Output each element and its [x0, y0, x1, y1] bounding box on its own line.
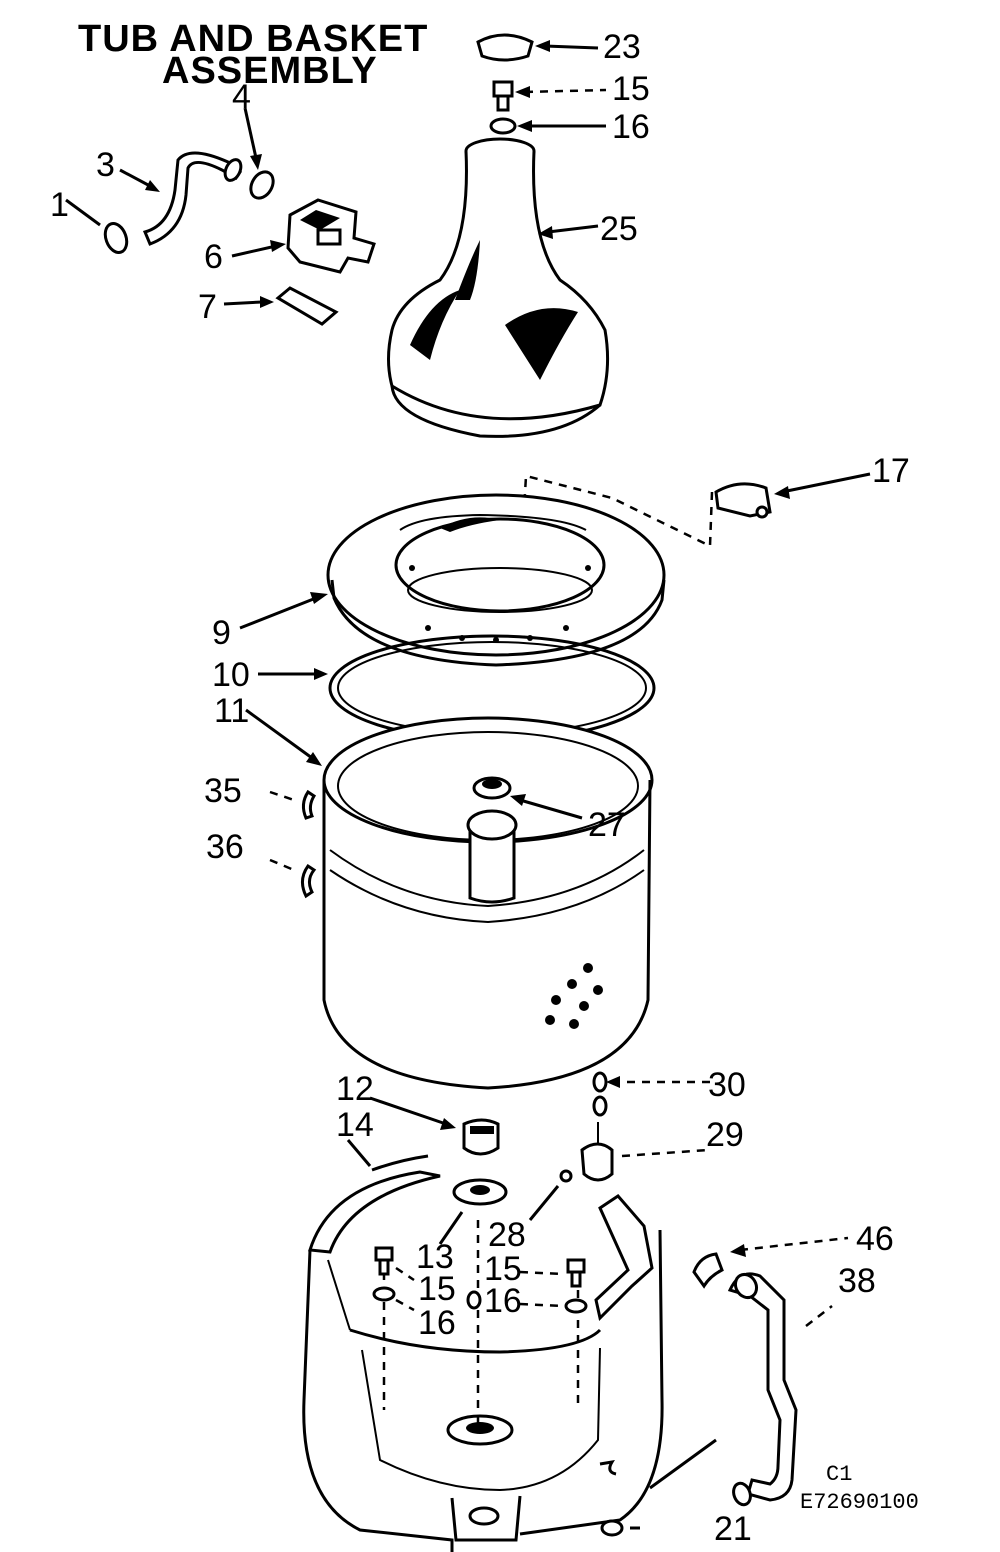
part-9-tub-cover — [326, 493, 666, 667]
callout-16-top: 16 — [612, 108, 650, 146]
part-15-screw-left — [374, 1246, 394, 1276]
callout-23: 23 — [603, 28, 641, 66]
part-21-screw — [600, 1519, 624, 1537]
part-29-bumper — [580, 1122, 614, 1182]
callout-35: 35 — [204, 772, 242, 810]
callout-15-right: 15 — [484, 1250, 522, 1288]
part-16-washer-top — [489, 117, 517, 135]
callout-30: 30 — [708, 1066, 746, 1104]
part-46-clamp — [692, 1252, 724, 1289]
part-1-clamp — [103, 221, 129, 255]
callout-3: 3 — [96, 146, 115, 184]
callout-16-right: 16 — [484, 1282, 522, 1320]
callout-1: 1 — [50, 186, 69, 224]
part-16-washer-right — [564, 1298, 588, 1314]
callout-46: 46 — [856, 1220, 894, 1258]
callout-12: 12 — [336, 1070, 374, 1108]
callout-13: 13 — [416, 1238, 454, 1276]
callout-7: 7 — [198, 288, 217, 326]
callout-4: 4 — [232, 78, 251, 116]
part-7-bracket — [275, 286, 339, 326]
part-35-clip — [301, 789, 317, 820]
footer-code-number: E72690100 — [800, 1490, 919, 1515]
callout-17: 17 — [872, 452, 910, 490]
part-15-screw-right — [566, 1258, 586, 1288]
part-16-washer-center — [466, 1290, 482, 1310]
callout-11: 11 — [214, 692, 249, 730]
callout-6: 6 — [204, 238, 223, 276]
callout-36: 36 — [206, 828, 244, 866]
callout-10: 10 — [212, 656, 250, 694]
callout-15-left: 15 — [418, 1270, 456, 1308]
part-36-clip — [301, 863, 317, 899]
part-38-drain-hose — [727, 1272, 798, 1507]
part-25-agitator — [387, 137, 610, 438]
part-11-basket — [322, 716, 654, 1090]
part-30-spring — [592, 1071, 608, 1117]
callout-38: 38 — [838, 1262, 876, 1300]
part-17-clip — [714, 482, 772, 519]
part-3-hose — [142, 151, 243, 246]
callout-15-top: 15 — [612, 70, 650, 108]
part-15-screw-top — [492, 80, 514, 112]
callout-9: 9 — [212, 614, 231, 652]
callout-25: 25 — [600, 210, 638, 248]
callout-28: 28 — [488, 1216, 526, 1254]
callout-29: 29 — [706, 1116, 744, 1154]
part-16-washer-left — [372, 1286, 396, 1302]
part-6-valve — [286, 198, 376, 274]
part-14-outer-tub — [302, 1154, 664, 1552]
callout-27: 27 — [588, 806, 626, 844]
title-line-2: ASSEMBLY — [162, 50, 378, 92]
callout-16-left: 16 — [418, 1304, 456, 1342]
callout-14: 14 — [336, 1106, 374, 1144]
callout-21: 21 — [714, 1510, 752, 1548]
part-28-pin — [559, 1169, 573, 1183]
part-23-cap — [476, 33, 534, 62]
part-13-seal — [452, 1178, 508, 1206]
part-27-nut — [472, 776, 512, 800]
title-line-1: TUB AND BASKET — [78, 18, 429, 60]
footer-code-c1: C1 — [826, 1462, 852, 1487]
part-12-spring — [462, 1118, 500, 1156]
part-4-clamp — [249, 170, 275, 200]
